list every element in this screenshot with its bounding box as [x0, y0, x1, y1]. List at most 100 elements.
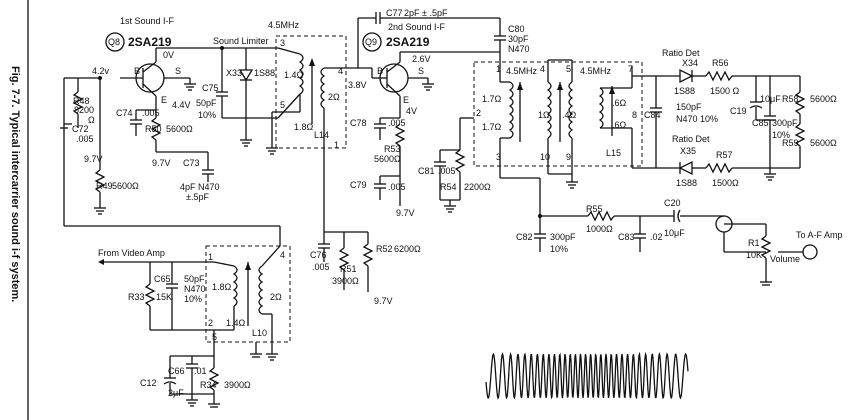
- l14-pin-4: 4: [338, 66, 343, 76]
- c84-value-2: N470 10%: [676, 114, 718, 124]
- c73-value-1: 4pF: [180, 182, 196, 192]
- c75-value-2: 10%: [198, 110, 216, 120]
- c81-label: C81: [418, 166, 435, 176]
- q9-collector-voltage: 2.6V: [412, 54, 431, 64]
- c79-value: .005: [388, 182, 406, 192]
- x34-part: 1S88: [674, 86, 695, 96]
- l10-r3: 2Ω: [270, 292, 282, 302]
- c79-label: C79: [350, 180, 367, 190]
- svg-text:B: B: [134, 66, 140, 76]
- l15-transformer: 1 2 3 4 5 7 8 9 10 4.5MHz 4.5MHz 1.7Ω 1.…: [418, 59, 643, 216]
- volume-label: Volume: [770, 254, 800, 264]
- c84-value-1: 150pF: [676, 102, 702, 112]
- to-af-amp-label: To A-F Amp: [796, 230, 843, 240]
- from-video-label: From Video Amp: [98, 248, 165, 258]
- c74-value: .005: [142, 108, 160, 118]
- c73-value-2: N470: [198, 182, 220, 192]
- r34-value: 3900Ω: [224, 380, 251, 390]
- l10-r1: 1.8Ω: [212, 282, 232, 292]
- c77-label: C77: [386, 8, 403, 18]
- l14-r3: 2Ω: [328, 92, 340, 102]
- r58-value: 5600Ω: [810, 94, 837, 104]
- c20-label: C20: [664, 198, 681, 208]
- ratio-det-top-label: Ratio Det: [662, 48, 700, 58]
- r48-value-2: Ω: [88, 115, 95, 125]
- r59-value: 5600Ω: [810, 138, 837, 148]
- q8-stage: Q8 1st Sound I-F 2SA219 0V 4.2v 4.4V B E…: [60, 16, 280, 227]
- c72-value: .005: [76, 134, 94, 144]
- l14-label: L14: [314, 130, 329, 140]
- c19-label: C19: [730, 106, 747, 116]
- l15-pin-9: 9: [566, 152, 571, 162]
- q9-stage: Q9 2nd Sound I-F 2SA219 C77 2pF ± .5pF B…: [310, 8, 530, 306]
- svg-text:E: E: [161, 95, 167, 105]
- r33-value: 15K: [156, 292, 172, 302]
- x34-label: X34: [682, 58, 698, 68]
- l14-transformer: 3 4 5 1 4.5MHz 1.4Ω 1.8Ω 2Ω L14: [266, 20, 347, 155]
- r33-label: R33: [128, 292, 145, 302]
- l15-pin-10: 10: [540, 152, 550, 162]
- c80-value-2: N470: [508, 44, 530, 54]
- r52-value: 6200Ω: [394, 244, 421, 254]
- c80-label: C80: [508, 24, 525, 34]
- l10-pin-4: 4: [280, 250, 285, 260]
- voltage-9v7-b: 9.7V: [152, 158, 171, 168]
- c65-value-2: N470: [184, 284, 206, 294]
- l15-pin-1: 1: [496, 64, 501, 74]
- r56-value: 1500 Ω: [710, 86, 740, 96]
- l10-pin-1: 1: [208, 252, 213, 262]
- fm-waveform: [485, 351, 689, 400]
- c78-value: .005: [388, 118, 406, 128]
- c83-value: .02: [650, 232, 663, 242]
- q8-base-voltage: 4.2v: [92, 66, 110, 76]
- l15-pin-5: 5: [566, 64, 571, 74]
- r51-label: R51: [340, 264, 357, 274]
- l15-label: L15: [606, 148, 621, 158]
- l14-pin-3: 3: [280, 38, 285, 48]
- svg-text:S: S: [418, 66, 424, 76]
- c81-value: .005: [438, 166, 456, 176]
- svg-text:S: S: [175, 66, 181, 76]
- r48-label: R48: [73, 96, 90, 106]
- l14-r2: 1.8Ω: [294, 122, 314, 132]
- c76-label: C76: [310, 250, 327, 260]
- r49-value: 5600Ω: [112, 181, 139, 191]
- r54-value: 2200Ω: [464, 182, 491, 192]
- c82-label: C82: [516, 232, 533, 242]
- c65-value-3: 10%: [184, 294, 202, 304]
- c12-value: 2μF: [168, 388, 184, 398]
- l15-r3: 1Ω: [538, 110, 550, 120]
- x33-label: X33: [226, 68, 242, 78]
- c73-label: C73: [183, 158, 200, 168]
- c75-value-1: 50pF: [196, 98, 217, 108]
- l14-r1: 1.4Ω: [284, 70, 304, 80]
- c75-label: C75: [202, 83, 219, 93]
- voltage-9v7-d: 9.7V: [374, 296, 393, 306]
- r54-label: R54: [440, 182, 457, 192]
- x35-part: 1S88: [676, 178, 697, 188]
- q8-title: 1st Sound I-F: [120, 16, 175, 26]
- r48-value-1: 8200: [74, 105, 94, 115]
- l15-r6: .6Ω: [612, 120, 627, 130]
- c20-value: 10μF: [664, 228, 685, 238]
- l15-pin-8: 8: [632, 110, 637, 120]
- r59-label: R59: [782, 138, 799, 148]
- r53-value: 5600Ω: [374, 154, 401, 164]
- svg-text:E: E: [403, 95, 409, 105]
- r55-value: 1000Ω: [586, 224, 613, 234]
- c76-value: .005: [312, 262, 330, 272]
- q8-id: Q8: [108, 37, 120, 47]
- l14-pin-5: 5: [280, 100, 285, 110]
- q8-collector-voltage: 0V: [163, 50, 174, 60]
- c66-label: C66: [168, 366, 185, 376]
- l15-r5: .6Ω: [612, 98, 627, 108]
- c65-value-1: 50pF: [184, 274, 205, 284]
- l10-label: L10: [252, 328, 267, 338]
- c66-value: .01: [194, 366, 207, 376]
- x35-label: X35: [680, 146, 696, 156]
- c84-label: C84: [644, 110, 661, 120]
- q9-id: Q9: [365, 37, 377, 47]
- r58-label: R58: [782, 94, 799, 104]
- c85-value-1: 300pF: [772, 118, 798, 128]
- r50-label: R50: [145, 124, 162, 134]
